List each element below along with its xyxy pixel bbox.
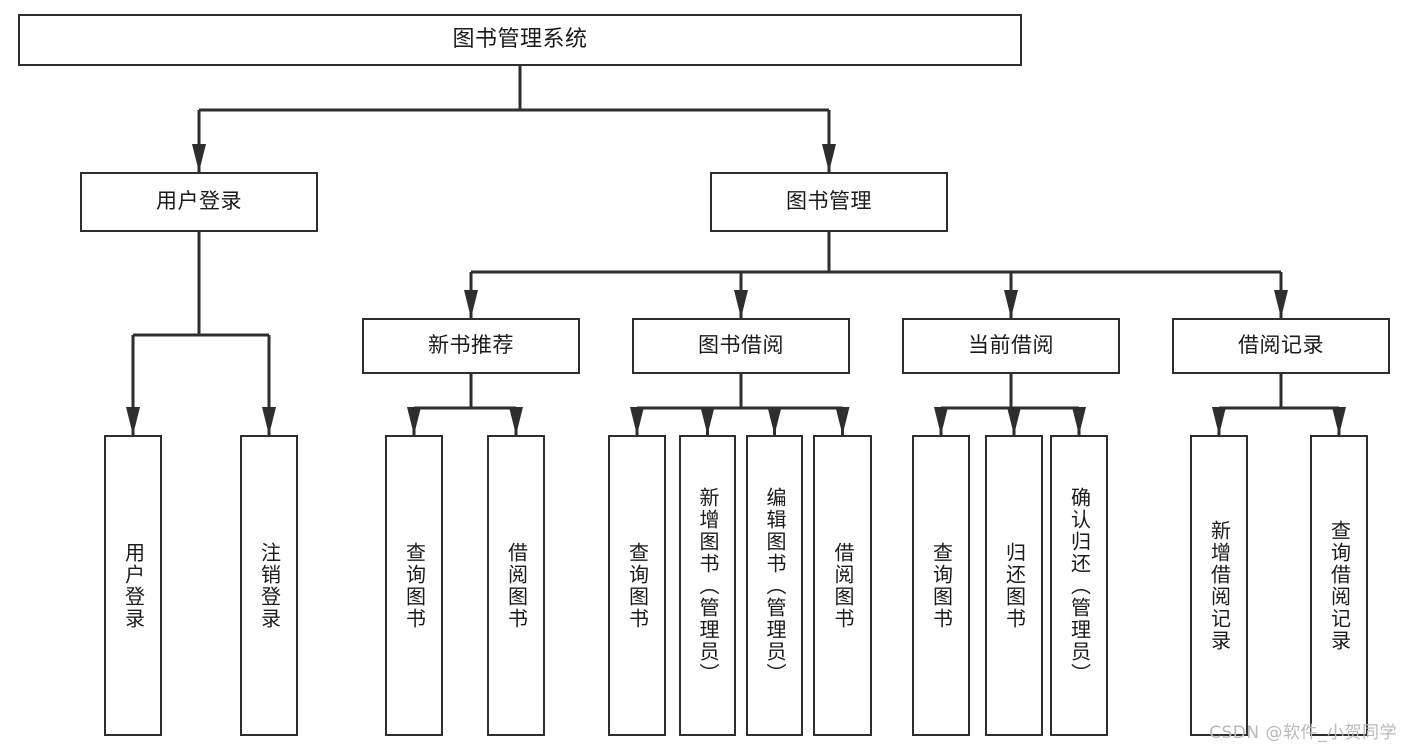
node-label-book-manage: 图书管理 [786,189,872,214]
arrowhead-current-borrow [1004,290,1018,318]
node-leaf-add-record[interactable]: 新增借阅记录 [1190,435,1248,736]
node-leaf-edit-book[interactable]: 编辑图书（管理员） [746,435,803,736]
node-label-leaf-add-book: 新增图书（管理员） [696,486,720,685]
node-label-leaf-add-record: 新增借阅记录 [1207,519,1232,652]
arrowhead-borrow-record [1274,290,1288,318]
arrowhead-leaf-query-book-rec [407,407,421,435]
arrowhead-leaf-return-book [1007,407,1021,435]
arrowhead-leaf-borrow-book [835,407,850,435]
node-user-login[interactable]: 用户登录 [80,172,318,232]
node-leaf-confirm-return[interactable]: 确认归还（管理员） [1050,435,1108,736]
node-label-borrow-record: 借阅记录 [1238,333,1324,358]
node-leaf-borrow-book-rec[interactable]: 借阅图书 [487,435,545,736]
node-leaf-logout[interactable]: 注销登录 [240,435,298,736]
node-label-leaf-confirm-return: 确认归还（管理员） [1067,486,1092,685]
node-label-leaf-borrow-book: 借阅图书 [831,541,855,630]
arrowhead-leaf-confirm-return [1072,407,1086,435]
node-leaf-return-book[interactable]: 归还图书 [985,435,1043,736]
node-leaf-query-book-borrow[interactable]: 查询图书 [608,435,666,736]
node-label-root: 图书管理系统 [452,26,588,52]
node-label-leaf-logout: 注销登录 [257,541,282,630]
node-label-book-borrow: 图书借阅 [698,333,784,358]
arrowhead-book-borrow [734,290,748,318]
arrowhead-leaf-query-book-cur [934,407,948,435]
node-label-leaf-borrow-book-rec: 借阅图书 [504,541,529,630]
arrowhead-leaf-query-record [1332,407,1346,435]
arrowhead-leaf-borrow-book-rec [509,407,523,435]
node-leaf-query-book-cur[interactable]: 查询图书 [912,435,970,736]
node-label-leaf-user-login: 用户登录 [121,541,146,630]
arrowhead-new-book-rec [464,290,478,318]
node-label-leaf-query-record: 查询借阅记录 [1327,519,1352,652]
node-label-leaf-query-book-cur: 查询图书 [929,541,954,630]
node-label-leaf-query-book-rec: 查询图书 [402,541,427,630]
node-leaf-borrow-book[interactable]: 借阅图书 [813,435,872,736]
arrowhead-leaf-edit-book [767,407,782,435]
node-label-leaf-query-book-borrow: 查询图书 [625,541,650,630]
node-label-leaf-edit-book: 编辑图书（管理员） [763,486,787,685]
node-leaf-query-record[interactable]: 查询借阅记录 [1310,435,1368,736]
arrowhead-leaf-user-login [126,407,140,435]
node-new-book-rec[interactable]: 新书推荐 [362,318,580,374]
arrowhead-leaf-query-book-borrow [630,407,644,435]
node-label-leaf-return-book: 归还图书 [1002,541,1027,630]
node-label-new-book-rec: 新书推荐 [428,333,514,358]
node-leaf-user-login[interactable]: 用户登录 [104,435,162,736]
node-label-current-borrow: 当前借阅 [968,333,1054,358]
arrowhead-leaf-logout [262,407,276,435]
node-leaf-add-book[interactable]: 新增图书（管理员） [679,435,736,736]
arrowhead-book-manage [822,144,836,172]
node-label-user-login: 用户登录 [156,189,242,214]
node-current-borrow[interactable]: 当前借阅 [902,318,1120,374]
arrowhead-leaf-add-record [1212,407,1226,435]
node-book-manage[interactable]: 图书管理 [710,172,948,232]
node-borrow-record[interactable]: 借阅记录 [1172,318,1390,374]
node-leaf-query-book-rec[interactable]: 查询图书 [385,435,443,736]
arrowhead-leaf-add-book [700,407,715,435]
node-root[interactable]: 图书管理系统 [18,14,1022,66]
node-book-borrow[interactable]: 图书借阅 [632,318,850,374]
arrowhead-user-login [192,144,206,172]
